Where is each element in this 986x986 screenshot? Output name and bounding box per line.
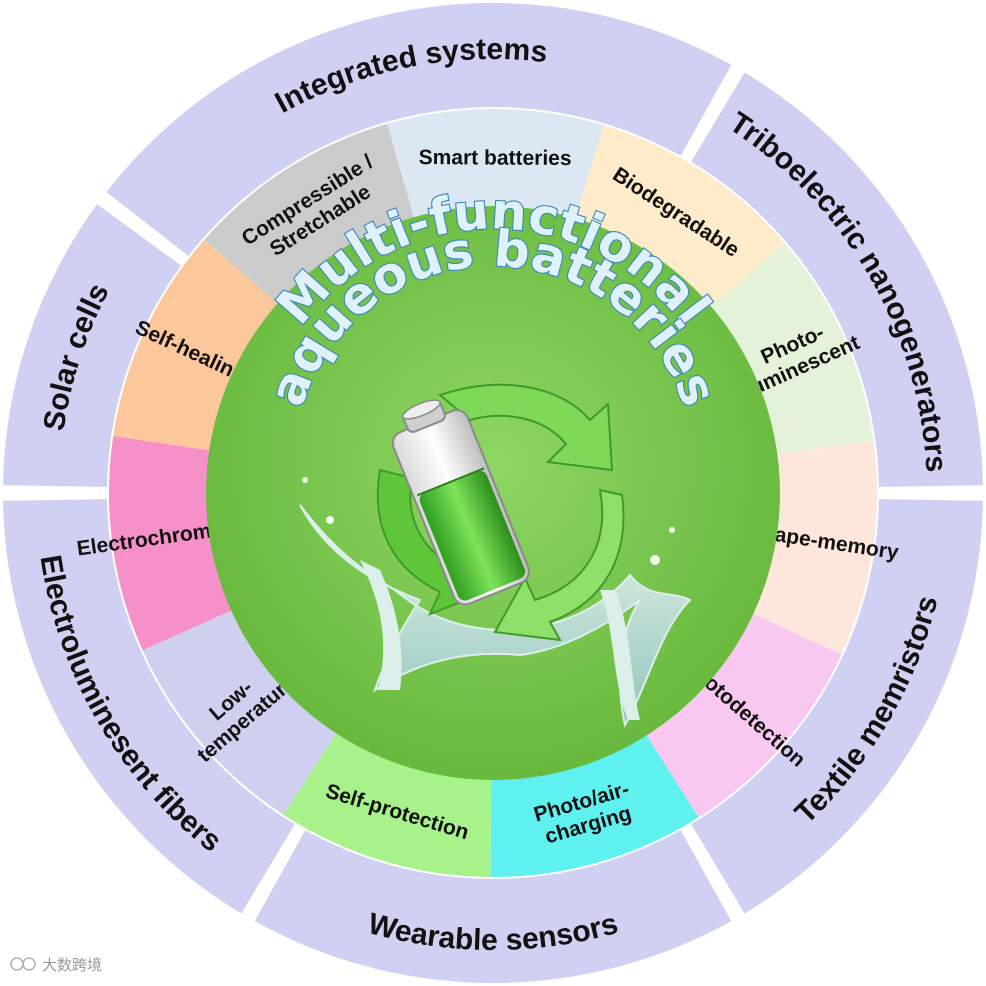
watermark-logo-icon: [10, 957, 36, 971]
battery-icon: [391, 399, 531, 606]
inner-ring: Smart batteriesBiodegradablePhoto-lumine…: [75, 109, 900, 877]
outer-segment-wearable-sensors: [254, 830, 732, 983]
inner-segment-smart-batteries-label: Smart batteries: [419, 146, 572, 170]
inner-segment-biodegradable: [574, 125, 785, 309]
water-splash-icon: [299, 477, 692, 728]
inner-segment-self-protection: [283, 730, 492, 877]
inner-segment-photodetection: [645, 612, 842, 818]
inner-segment-electrochromism: [109, 435, 234, 651]
inner-segment-self-healing: [113, 239, 280, 451]
watermark: 大数跨境: [10, 956, 102, 974]
outer-segment-electroluminesent-fibers: [3, 499, 295, 914]
inner-segment-photo-air-charging: [490, 732, 699, 877]
inner-segment-photo-luminescent: [708, 243, 874, 455]
inner-segment-shape-memory: [750, 440, 878, 655]
watermark-text: 大数跨境: [42, 956, 102, 974]
inner-segment-smart-batteries: [387, 109, 604, 222]
outer-segment-integrated-systems: [106, 3, 732, 256]
outer-segment-textile-memristors: [691, 499, 983, 914]
inner-segment-low-temperature: [142, 609, 338, 815]
outer-segment-triboelectric-nanogenerators: [691, 72, 983, 487]
outer-segment-solar-cells: [3, 204, 182, 487]
inner-segment-compressible-stretchable: [204, 123, 415, 306]
